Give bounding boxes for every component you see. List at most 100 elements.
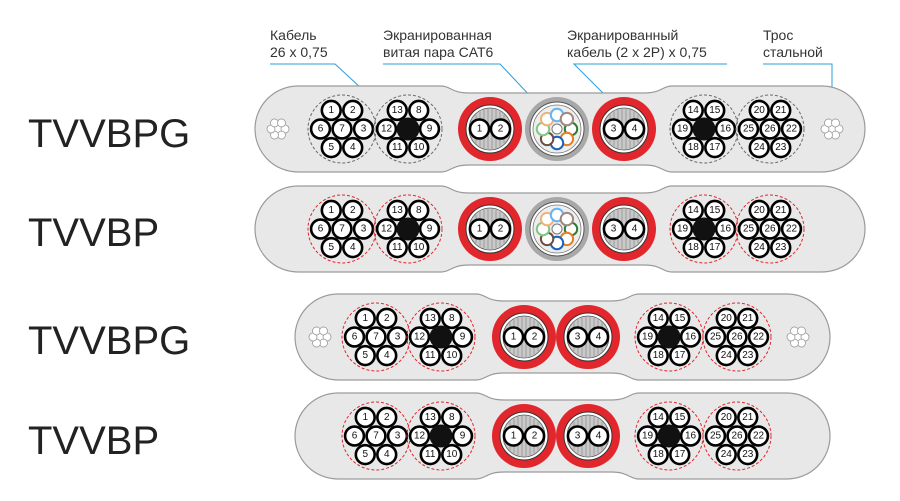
wire-number: 8 — [416, 105, 422, 116]
wire-number: 9 — [427, 124, 433, 135]
wire — [342, 99, 364, 122]
wire — [309, 118, 332, 140]
wire — [375, 118, 398, 140]
wire — [489, 218, 512, 240]
wire — [468, 218, 491, 240]
wire-number: 3 — [395, 431, 401, 442]
wire — [408, 425, 431, 447]
cat6-center — [551, 123, 563, 135]
wire — [636, 425, 659, 447]
wire — [602, 218, 625, 240]
wire — [715, 344, 737, 367]
wire — [376, 307, 398, 330]
wire — [748, 99, 770, 122]
wire-number: 12 — [414, 431, 426, 442]
wire-number: 26 — [731, 431, 743, 442]
wire — [679, 425, 702, 447]
wire-number: 3 — [611, 124, 617, 135]
label-cable-26: Кабель 26 x 0,75 — [270, 27, 328, 60]
group-outline — [702, 401, 772, 471]
twisted-pair-wire — [559, 211, 575, 227]
wire-number: 14 — [688, 105, 700, 116]
wire-number: 15 — [709, 105, 721, 116]
wire — [780, 218, 803, 240]
model-name-row-1: TVVBPG — [28, 112, 190, 156]
wire-number: 1 — [511, 431, 517, 442]
wire — [419, 406, 441, 429]
wire-number: 23 — [775, 242, 787, 253]
wire-number: 26 — [731, 332, 743, 343]
wire — [759, 118, 781, 140]
wire — [704, 236, 726, 259]
wire — [647, 307, 669, 330]
wire-number: 21 — [775, 105, 787, 116]
wire — [737, 218, 760, 240]
group-outline — [373, 94, 443, 164]
wire-number: 18 — [653, 449, 665, 460]
wire-number: 2 — [350, 105, 356, 116]
wire-number: 8 — [449, 313, 455, 324]
wire-number: 8 — [416, 205, 422, 216]
wire — [671, 118, 694, 140]
wire — [320, 236, 342, 259]
wire-number: 15 — [709, 205, 721, 216]
group-outline — [406, 302, 476, 372]
rope-strand — [277, 118, 286, 128]
wire — [408, 236, 430, 259]
wire-number: 24 — [721, 350, 733, 361]
wire-number: 8 — [449, 412, 455, 423]
wire — [342, 199, 364, 222]
wire — [343, 425, 366, 447]
wire — [747, 425, 770, 447]
wire-number: 4 — [596, 332, 602, 343]
twisted-pair-wire — [559, 111, 575, 127]
wire-number: 14 — [653, 313, 665, 324]
wire-number: 13 — [392, 105, 404, 116]
wire-number: 21 — [775, 205, 787, 216]
wire — [354, 307, 376, 330]
filler-core — [657, 424, 681, 448]
wire-number: 17 — [674, 449, 686, 460]
wire — [737, 307, 759, 330]
wire-number: 7 — [373, 332, 379, 343]
wire-number: 12 — [381, 124, 393, 135]
wire-number: 3 — [575, 332, 581, 343]
wire-number: 22 — [786, 124, 798, 135]
wire — [365, 425, 387, 447]
label-line: Экранированный — [567, 27, 678, 43]
filler-core — [396, 217, 420, 241]
wire — [376, 406, 398, 429]
wire-number: 18 — [653, 350, 665, 361]
group-outline — [702, 302, 772, 372]
label-line: Трос — [763, 27, 793, 43]
wire-number: 2 — [384, 313, 390, 324]
wire-number: 10 — [446, 449, 458, 460]
wire-number: 5 — [362, 449, 368, 460]
wire — [365, 326, 387, 348]
wire-number: 1 — [511, 332, 517, 343]
wire — [468, 118, 491, 140]
wire-number: 6 — [318, 224, 324, 235]
wire-number: 20 — [721, 313, 733, 324]
wire-number: 24 — [754, 242, 766, 253]
wire — [502, 326, 525, 348]
wire — [770, 236, 792, 259]
wire-number: 2 — [532, 431, 538, 442]
wire — [342, 136, 364, 159]
wire-number: 7 — [339, 124, 345, 135]
wire — [342, 236, 364, 259]
filler-core — [396, 117, 420, 141]
wire-number: 10 — [413, 242, 425, 253]
wire-number: 2 — [384, 412, 390, 423]
wire-number: 9 — [460, 431, 466, 442]
wire — [331, 118, 353, 140]
label-steel-rope: Трос стальной — [763, 27, 823, 60]
wire — [441, 307, 463, 330]
leader-line-shielded-cable — [572, 63, 727, 101]
wire — [352, 118, 375, 140]
wire — [376, 344, 398, 367]
rope-strand — [797, 326, 806, 336]
group-outline — [735, 194, 805, 264]
